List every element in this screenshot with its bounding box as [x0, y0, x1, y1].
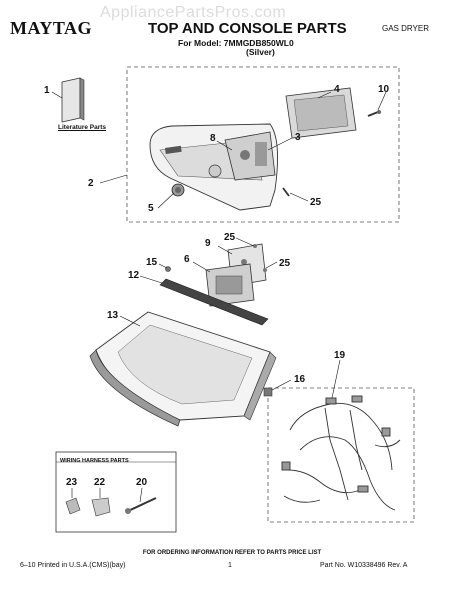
callout-3: 3	[295, 132, 301, 143]
product-type: GAS DRYER	[382, 24, 429, 33]
harness-clip-23	[65, 497, 81, 515]
leader-lines	[51, 91, 387, 503]
callout-15: 15	[146, 257, 158, 268]
wiring-harness	[281, 395, 401, 511]
callout-10: 10	[378, 84, 390, 95]
callout-22: 22	[94, 477, 106, 488]
switch-module	[205, 263, 255, 307]
control-board	[224, 131, 276, 181]
page-number: 1	[228, 562, 232, 569]
callout-1: 1	[44, 85, 50, 96]
model-line: For Model: 7MMGDB850WL0	[178, 38, 294, 48]
callout-6: 6	[184, 254, 190, 265]
watermark-text: AppliancePartsPros.com	[100, 4, 287, 21]
callout-20: 20	[136, 477, 148, 488]
callout-2: 2	[88, 178, 94, 189]
console-group-box	[126, 66, 400, 223]
literature-booklet	[61, 77, 85, 123]
brand-logo: MAYTAG	[10, 18, 93, 38]
harness-group-box	[267, 387, 415, 523]
document-part-number: Part No. W10338496 Rev. A	[320, 562, 408, 569]
harness-parts-box	[55, 451, 177, 533]
screw	[367, 110, 381, 117]
callout-9: 9	[205, 238, 211, 249]
cable-tie-20	[125, 497, 157, 514]
harness-clip-22	[91, 497, 111, 517]
console-screw	[282, 187, 290, 197]
print-info: 6–10 Printed in U.S.A.(CMS)(bay)	[20, 562, 126, 569]
harness-connector	[263, 387, 273, 397]
callout-12: 12	[128, 270, 140, 281]
callout-25-bracket-side: 25	[279, 258, 291, 269]
color-line: (Silver)	[246, 47, 275, 57]
page-title: TOP AND CONSOLE PARTS	[148, 20, 347, 37]
callout-4: 4	[334, 84, 340, 95]
control-knob	[171, 183, 185, 197]
harness-parts-title: WIRING HARNESS PARTS	[60, 458, 129, 464]
callout-19: 19	[334, 350, 346, 361]
console-overlay-board	[285, 87, 357, 139]
literature-parts-label: Literature Parts	[58, 124, 107, 131]
callout-23: 23	[66, 477, 78, 488]
callout-25-bracket-top: 25	[224, 232, 236, 243]
trim-strip	[159, 278, 269, 326]
callout-5: 5	[148, 203, 154, 214]
callout-16: 16	[294, 374, 306, 385]
callout-25-console: 25	[310, 197, 322, 208]
callout-13: 13	[107, 310, 119, 321]
ordering-note: FOR ORDERING INFORMATION REFER TO PARTS …	[142, 550, 322, 556]
callout-numbers: 1 2 3 4 5 6 8 9 10 12 13 15 16 19 20 22 …	[44, 84, 390, 488]
callout-8: 8	[210, 133, 216, 144]
dryer-top	[89, 311, 277, 427]
